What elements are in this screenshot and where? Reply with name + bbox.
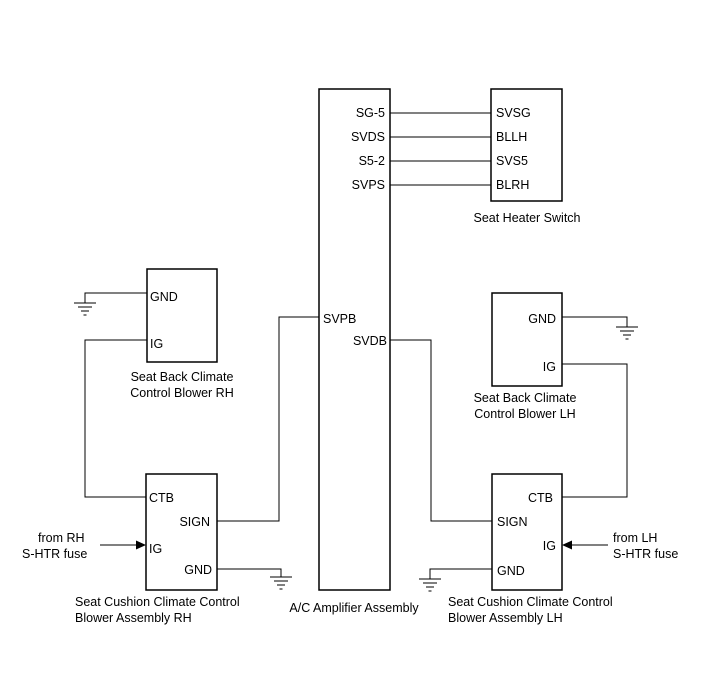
fuse-label-lh-2: S-HTR fuse <box>613 547 678 561</box>
seat-back-blower-lh-box <box>491 292 563 387</box>
seat-heater-switch: SVSG BLLH SVS5 BLRH Seat Heater Switch <box>474 88 581 225</box>
pin-svdb: SVDB <box>353 334 387 348</box>
pin-sign: SIGN <box>497 515 528 529</box>
ground-icon <box>269 576 293 590</box>
pin-sg5: SG-5 <box>356 106 385 120</box>
seat-back-blower-lh-label-2: Control Blower LH <box>474 407 575 421</box>
ac-amplifier: SG-5 SVDS S5-2 SVPS SVPB SVDB A/C Amplif… <box>289 88 419 615</box>
wire-back-lh-gnd <box>562 316 628 327</box>
ground-icon <box>73 302 97 316</box>
seat-back-blower-lh-label-1: Seat Back Climate <box>474 391 577 405</box>
pin-ig: IG <box>149 542 162 556</box>
fuse-label-lh-1: from LH <box>613 531 657 545</box>
wire-svdb-sign-lh <box>390 339 492 522</box>
ac-amplifier-box <box>318 88 391 591</box>
seat-cushion-blower-lh: CTB SIGN IG GND Seat Cushion Climate Con… <box>448 473 678 625</box>
seat-back-blower-rh: GND IG Seat Back Climate Control Blower … <box>130 268 234 400</box>
seat-cushion-blower-lh-box <box>491 473 563 591</box>
pin-svds: SVDS <box>351 130 385 144</box>
ac-amplifier-label: A/C Amplifier Assembly <box>289 601 419 615</box>
seat-back-blower-rh-label-1: Seat Back Climate <box>131 370 234 384</box>
seat-cushion-blower-rh: CTB SIGN IG GND Seat Cushion Climate Con… <box>22 473 240 625</box>
pin-ig: IG <box>543 539 556 553</box>
left-wiring <box>73 292 319 590</box>
pin-gnd: GND <box>528 312 556 326</box>
ground-icon <box>418 578 442 592</box>
seat-back-blower-rh-box <box>146 268 218 363</box>
pin-s5-2: S5-2 <box>359 154 385 168</box>
wire-cushion-rh-gnd <box>217 568 282 577</box>
seat-back-blower-rh-label-2: Control Blower RH <box>130 386 234 400</box>
seat-cushion-blower-lh-label-1: Seat Cushion Climate Control <box>448 595 613 609</box>
pin-gnd: GND <box>150 290 178 304</box>
fuse-label-rh-2: S-HTR fuse <box>22 547 87 561</box>
seat-cushion-blower-rh-label-2: Blower Assembly RH <box>75 611 192 625</box>
seat-cushion-blower-lh-label-2: Blower Assembly LH <box>448 611 563 625</box>
right-wiring <box>390 316 639 592</box>
wire-back-rh-gnd <box>84 292 147 303</box>
seat-back-blower-lh: GND IG Seat Back Climate Control Blower … <box>474 292 577 421</box>
switch-wires <box>390 112 491 186</box>
ground-icon <box>615 326 639 340</box>
pin-bllh: BLLH <box>496 130 527 144</box>
pin-ig: IG <box>543 360 556 374</box>
arrow-right-icon <box>136 540 146 550</box>
pin-blrh: BLRH <box>496 178 529 192</box>
pin-sign: SIGN <box>179 515 210 529</box>
seat-heater-switch-label: Seat Heater Switch <box>474 211 581 225</box>
pin-svs5: SVS5 <box>496 154 528 168</box>
seat-cushion-blower-rh-label-1: Seat Cushion Climate Control <box>75 595 240 609</box>
pin-svpb: SVPB <box>323 312 356 326</box>
wire-back-lh-ig-ctb <box>562 363 628 498</box>
pin-gnd: GND <box>497 564 525 578</box>
seat-cushion-blower-rh-box <box>145 473 218 591</box>
wire-back-rh-ig-ctb <box>84 339 147 498</box>
wire-svpb-sign-rh <box>217 316 319 522</box>
fuse-label-rh-1: from RH <box>38 531 85 545</box>
pin-svps: SVPS <box>352 178 385 192</box>
pin-gnd: GND <box>184 563 212 577</box>
pin-svsg: SVSG <box>496 106 531 120</box>
wire-cushion-lh-gnd <box>429 568 492 579</box>
pin-ig: IG <box>150 337 163 351</box>
pin-ctb: CTB <box>528 491 553 505</box>
pin-ctb: CTB <box>149 491 174 505</box>
seat-heater-switch-box <box>490 88 563 202</box>
arrow-left-icon <box>562 540 572 550</box>
